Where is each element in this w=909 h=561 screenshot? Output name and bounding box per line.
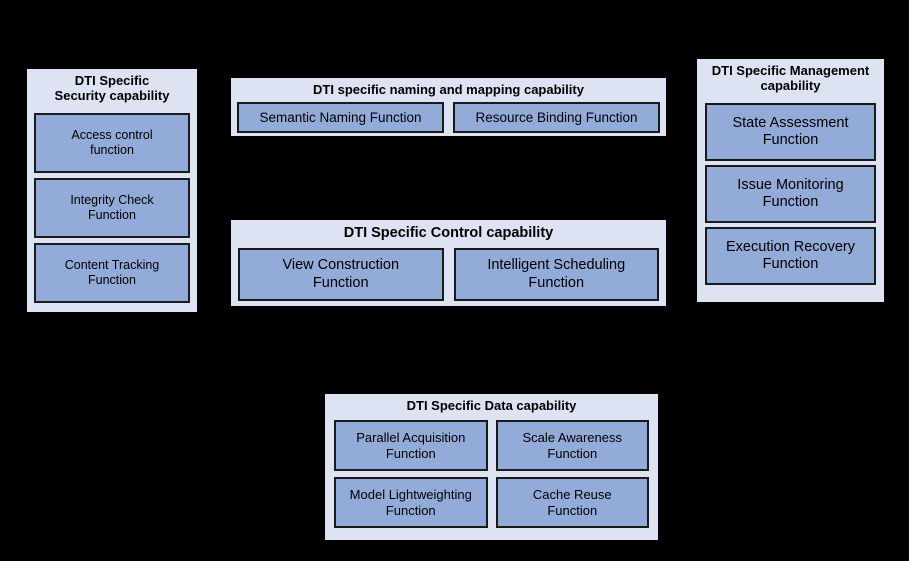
function-issue-monitoring-line2: Function [762, 194, 819, 210]
function-state-assessment-line1: State Assessment [732, 114, 849, 131]
function-parallel-acquisition[interactable]: Parallel Acquisition Function [334, 420, 488, 471]
function-execution-recovery-line2: Function [762, 256, 819, 272]
function-access-control-line1: Access control [71, 128, 153, 143]
function-content-tracking[interactable]: Content Tracking Function [34, 243, 190, 303]
function-content-tracking-line2: Function [88, 273, 136, 287]
function-execution-recovery-line1: Execution Recovery [726, 238, 855, 255]
function-scale-awareness[interactable]: Scale Awareness Function [495, 420, 649, 471]
function-state-assessment-line2: Function [762, 132, 819, 148]
function-integrity-check[interactable]: Integrity Check Function [34, 178, 190, 238]
function-intelligent-scheduling-line1: Intelligent Scheduling [487, 257, 626, 274]
panel-management-title-line1: DTI Specific Management [711, 63, 870, 78]
panel-control-capability: DTI Specific Control capability View Con… [229, 218, 668, 308]
panel-naming-and-mapping-capability: DTI specific naming and mapping capabili… [229, 76, 668, 138]
function-issue-monitoring-line1: Issue Monitoring [737, 176, 844, 193]
function-scale-awareness-line1: Scale Awareness [522, 430, 623, 446]
function-issue-monitoring[interactable]: Issue Monitoring Function [705, 165, 876, 223]
function-cache-reuse-line2: Function [547, 502, 598, 518]
function-scale-awareness-line2: Function [547, 445, 598, 461]
function-intelligent-scheduling-line2: Function [528, 274, 585, 291]
function-access-control-line2: function [90, 143, 134, 157]
function-model-lightweighting[interactable]: Model Lightweighting Function [334, 477, 488, 528]
function-integrity-check-line1: Integrity Check [70, 193, 154, 208]
panel-management-body: State Assessment Function Issue Monitori… [697, 103, 884, 291]
function-cache-reuse-line1: Cache Reuse [532, 487, 612, 503]
function-parallel-acquisition-line1: Parallel Acquisition [356, 430, 466, 446]
panel-security-body: Access control function Integrity Check … [27, 113, 197, 309]
panel-control-title: DTI Specific Control capability [343, 225, 554, 241]
panel-data-row-1: Parallel Acquisition Function Scale Awar… [334, 420, 649, 471]
panel-control-body: View Construction Function Intelligent S… [231, 248, 666, 307]
function-content-tracking-line1: Content Tracking [64, 258, 160, 273]
function-semantic-naming-label: Semantic Naming Function [259, 109, 422, 125]
function-view-construction[interactable]: View Construction Function [238, 248, 444, 301]
panel-security-capability: DTI Specific Security capability Access … [25, 67, 199, 314]
panel-data-row-2: Model Lightweighting Function Cache Reus… [334, 477, 649, 528]
panel-naming-body: Semantic Naming Function Resource Bindin… [231, 102, 666, 138]
function-model-lightweighting-line1: Model Lightweighting [349, 487, 472, 503]
function-access-control[interactable]: Access control function [34, 113, 190, 173]
function-model-lightweighting-line2: Function [385, 502, 436, 518]
panel-naming-title: DTI specific naming and mapping capabili… [313, 82, 584, 97]
panel-control-row: View Construction Function Intelligent S… [238, 248, 659, 301]
function-resource-binding[interactable]: Resource Binding Function [453, 102, 660, 133]
panel-management-title-line2: capability [760, 77, 821, 93]
panel-data-capability: DTI Specific Data capability Parallel Ac… [323, 392, 660, 542]
panel-data-body: Parallel Acquisition Function Scale Awar… [325, 420, 658, 535]
function-intelligent-scheduling[interactable]: Intelligent Scheduling Function [453, 248, 659, 301]
function-parallel-acquisition-line2: Function [385, 445, 436, 461]
function-semantic-naming[interactable]: Semantic Naming Function [237, 102, 444, 133]
function-integrity-check-line2: Function [88, 208, 136, 222]
panel-security-title-line1: DTI Specific [74, 73, 150, 88]
function-resource-binding-label: Resource Binding Function [475, 109, 638, 125]
panel-management-title: DTI Specific Management capability [697, 59, 884, 103]
function-state-assessment[interactable]: State Assessment Function [705, 103, 876, 161]
function-view-construction-line1: View Construction [282, 257, 400, 274]
function-view-construction-line2: Function [312, 274, 369, 291]
panel-data-title: DTI Specific Data capability [406, 398, 577, 413]
function-cache-reuse[interactable]: Cache Reuse Function [495, 477, 649, 528]
panel-security-title-line2: Security capability [54, 87, 170, 103]
panel-management-capability: DTI Specific Management capability State… [695, 57, 886, 304]
function-execution-recovery[interactable]: Execution Recovery Function [705, 227, 876, 285]
panel-naming-row: Semantic Naming Function Resource Bindin… [237, 102, 660, 133]
panel-security-title: DTI Specific Security capability [27, 69, 197, 113]
